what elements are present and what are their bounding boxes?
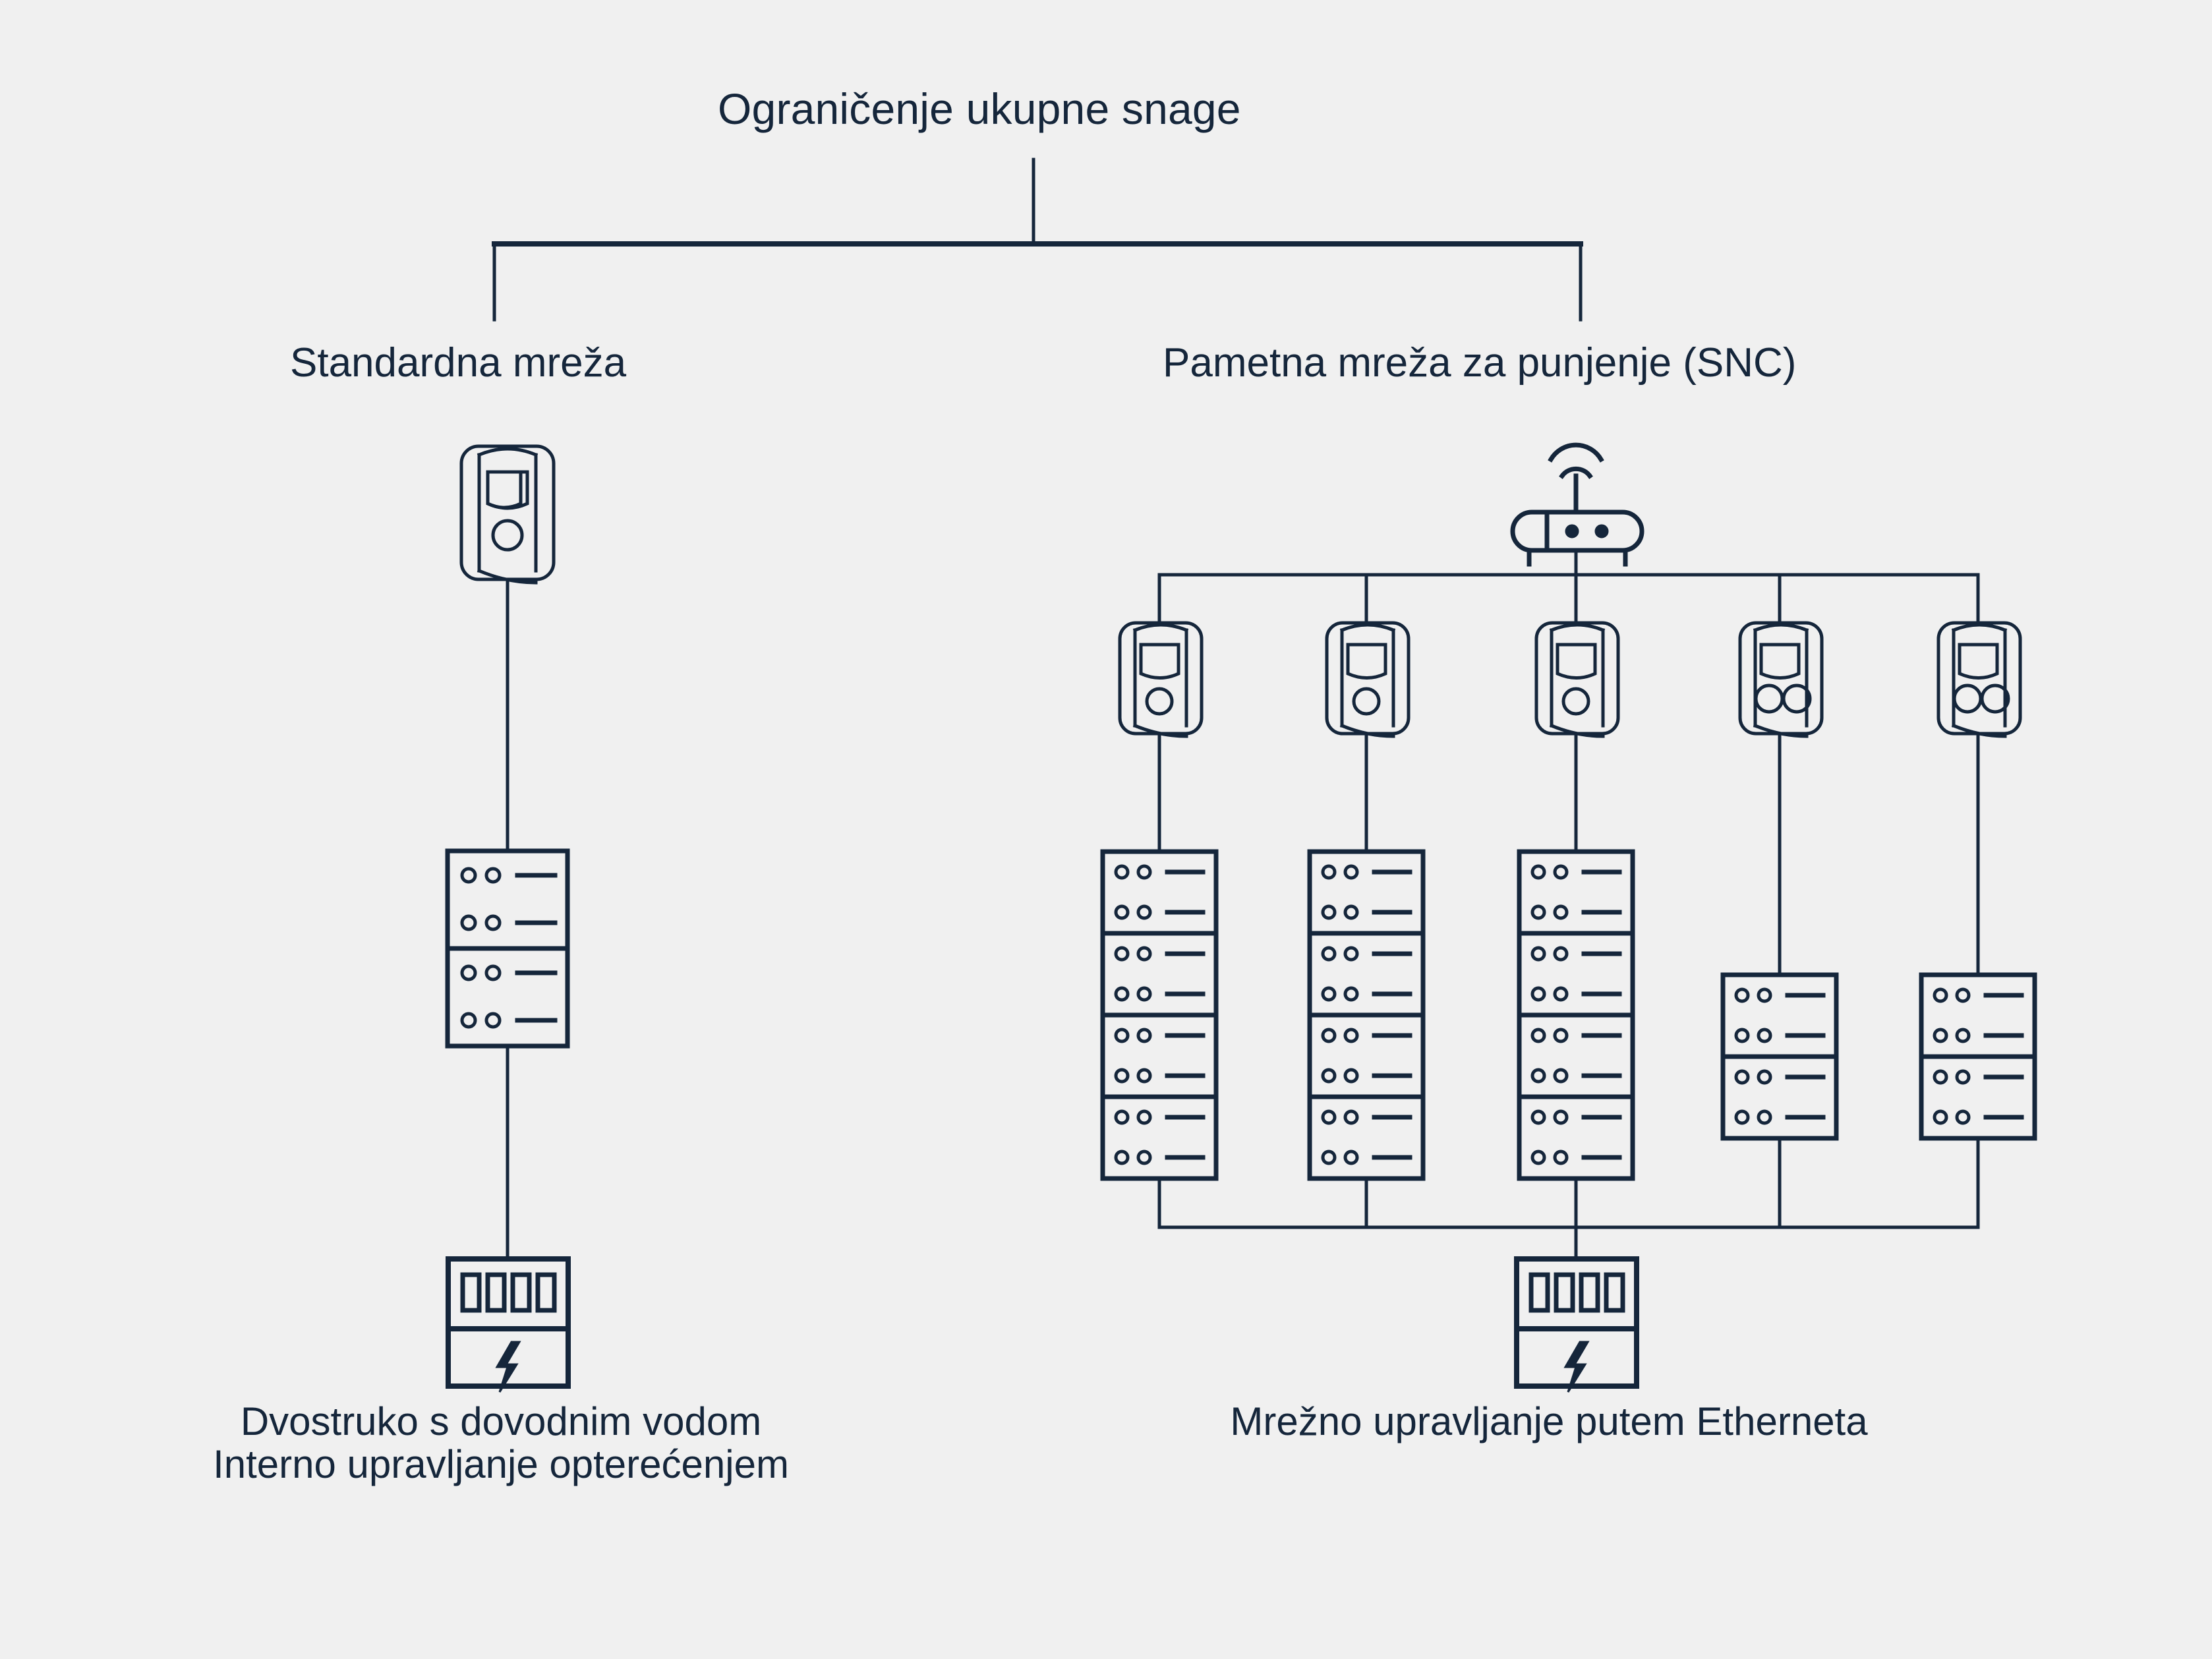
power-panel-icon bbox=[446, 1256, 571, 1393]
charger-icon bbox=[459, 444, 556, 585]
root-title: Ograničenje ukupne snage bbox=[718, 84, 1241, 133]
rack-icon bbox=[1919, 972, 2037, 1141]
tree-connector bbox=[492, 158, 1583, 322]
router-icon bbox=[1510, 442, 1644, 567]
branch-caption-standard-grid: Dvostruko s dovodnim vodom Interno uprav… bbox=[105, 1399, 896, 1486]
rack-icon bbox=[445, 848, 570, 1049]
branch-graphics-standard-grid bbox=[445, 444, 571, 1393]
charger-icon bbox=[1325, 621, 1411, 738]
ethernet-bus-top bbox=[1157, 573, 1980, 625]
rack-icon bbox=[1517, 849, 1635, 1181]
branch-graphics-smart-network-charging bbox=[1100, 442, 2037, 1393]
charger-icon bbox=[1738, 621, 1824, 738]
rack-icon bbox=[1100, 849, 1219, 1181]
branch-heading-smart-network-charging: Pametna mreža za punjenje (SNC) bbox=[1163, 340, 1797, 386]
rack-icon bbox=[1307, 849, 1426, 1181]
caption-line: Mrežno upravljanje putem Etherneta bbox=[1230, 1399, 1868, 1443]
caption-line: Dvostruko s dovodnim vodom bbox=[240, 1399, 762, 1443]
lightning-bolt-icon bbox=[1563, 1341, 1590, 1393]
charger-icon bbox=[1936, 621, 2022, 738]
caption-line: Interno upravljanje opterećenjem bbox=[213, 1441, 789, 1486]
branch-caption-smart-network-charging: Mrežno upravljanje putem Etherneta bbox=[1055, 1399, 2043, 1443]
branch-heading-standard-grid: Standardna mreža bbox=[290, 340, 627, 386]
charger-icon bbox=[1118, 621, 1204, 738]
lightning-bolt-icon bbox=[495, 1341, 521, 1393]
rack-icon bbox=[1720, 972, 1839, 1141]
power-panel-icon bbox=[1514, 1256, 1639, 1393]
charger-icon bbox=[1534, 621, 1620, 738]
